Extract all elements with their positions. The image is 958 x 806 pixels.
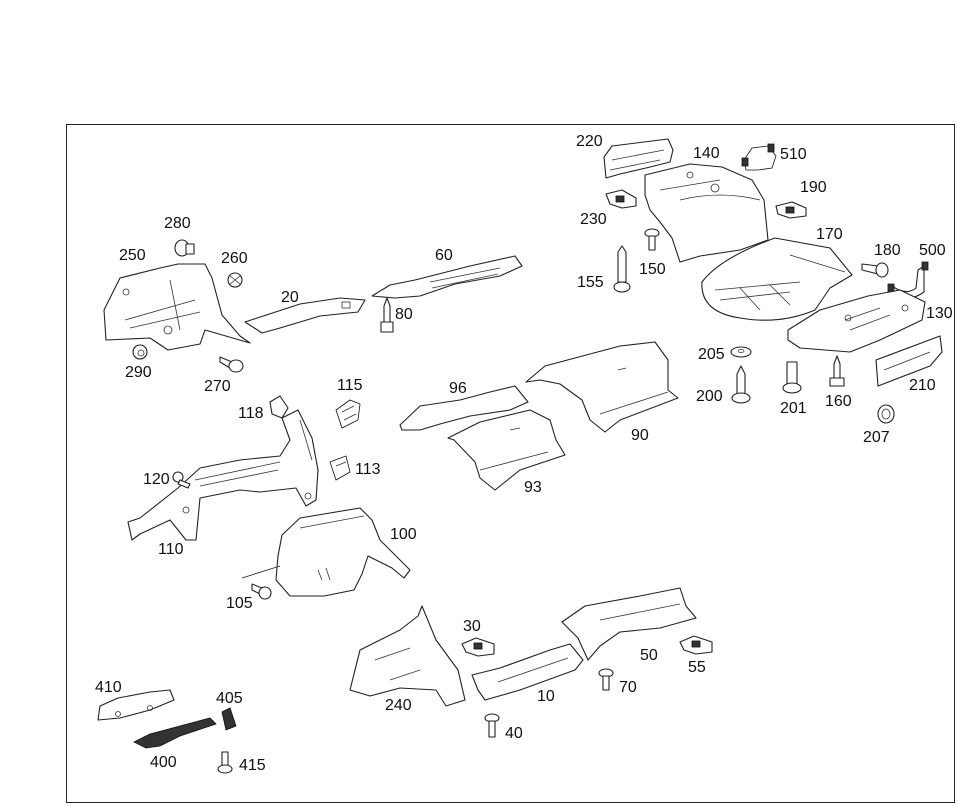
callout-415[interactable]: 415	[239, 757, 266, 774]
part-250-front-shield[interactable]	[103, 263, 251, 351]
part-105-bolt[interactable]	[241, 565, 281, 600]
callout-10[interactable]: 10	[537, 688, 555, 705]
part-190-clip-nut[interactable]	[775, 201, 807, 219]
callout-80[interactable]: 80	[395, 306, 413, 323]
part-240-heat-shield[interactable]	[349, 605, 466, 707]
part-290-nut[interactable]	[132, 344, 148, 360]
callout-290[interactable]: 290	[125, 364, 152, 381]
part-210-side-shield[interactable]	[875, 335, 943, 387]
callout-140[interactable]: 140	[693, 145, 720, 162]
part-201-bolt[interactable]	[782, 361, 802, 394]
part-140-rear-shield[interactable]	[644, 163, 769, 263]
callout-410[interactable]: 410	[95, 679, 122, 696]
callout-100[interactable]: 100	[390, 526, 417, 543]
part-205-washer[interactable]	[730, 346, 752, 358]
part-280-bolt[interactable]	[174, 239, 195, 257]
callout-30[interactable]: 30	[463, 618, 481, 635]
callout-405[interactable]: 405	[216, 690, 243, 707]
callout-130[interactable]: 130	[926, 305, 953, 322]
callout-160[interactable]: 160	[825, 393, 852, 410]
part-115-clip[interactable]	[335, 399, 361, 429]
callout-250[interactable]: 250	[119, 247, 146, 264]
part-93-heat-shield[interactable]	[447, 409, 566, 491]
part-40-rivet[interactable]	[484, 713, 500, 738]
part-260-clip[interactable]	[227, 272, 243, 288]
part-10-heat-shield[interactable]	[471, 643, 584, 701]
part-270-screw[interactable]	[219, 356, 244, 373]
part-100-turbo-shield[interactable]	[275, 507, 411, 597]
callout-270[interactable]: 270	[204, 378, 231, 395]
callout-190[interactable]: 190	[800, 179, 827, 196]
part-80-screw[interactable]	[380, 297, 394, 333]
part-90-heat-shield[interactable]	[525, 341, 679, 433]
part-50-heat-shield[interactable]	[561, 587, 697, 661]
callout-170[interactable]: 170	[816, 226, 843, 243]
part-155-screw[interactable]	[613, 245, 631, 293]
callout-90[interactable]: 90	[631, 427, 649, 444]
callout-105[interactable]: 105	[226, 595, 253, 612]
part-415-bolt[interactable]	[217, 751, 233, 774]
part-220-bracket[interactable]	[603, 138, 674, 179]
part-160-screw[interactable]	[829, 355, 845, 387]
callout-118[interactable]: 118	[238, 405, 264, 422]
callout-180[interactable]: 180	[874, 242, 901, 259]
callout-93[interactable]: 93	[524, 479, 542, 496]
part-150-rivet[interactable]	[644, 228, 660, 251]
part-180-screw[interactable]	[861, 262, 889, 278]
callout-50[interactable]: 50	[640, 647, 658, 664]
part-20-tunnel-shield[interactable]	[244, 297, 366, 334]
callout-400[interactable]: 400	[150, 754, 177, 771]
part-30-clip-nut[interactable]	[461, 637, 495, 657]
part-230-clip-nut[interactable]	[605, 189, 637, 209]
part-400-bracket[interactable]	[133, 717, 217, 749]
diagram-frame	[66, 124, 955, 803]
callout-70[interactable]: 70	[619, 679, 637, 696]
part-200-screw[interactable]	[731, 365, 751, 404]
part-410-heat-shield[interactable]	[97, 689, 175, 721]
callout-210[interactable]: 210	[909, 377, 936, 394]
callout-20[interactable]: 20	[281, 289, 299, 306]
callout-150[interactable]: 150	[639, 261, 666, 278]
part-130-heat-shield[interactable]	[787, 289, 926, 353]
part-113-clip[interactable]	[329, 455, 351, 481]
callout-55[interactable]: 55	[688, 659, 706, 676]
part-96-heat-shield[interactable]	[399, 385, 529, 431]
part-170-wheel-well-shield[interactable]	[701, 237, 853, 321]
callout-115[interactable]: 115	[337, 377, 363, 394]
callout-207[interactable]: 207	[863, 429, 890, 446]
callout-96[interactable]: 96	[449, 380, 467, 397]
callout-60[interactable]: 60	[435, 247, 453, 264]
callout-260[interactable]: 260	[221, 250, 248, 267]
part-510-sensor-bracket[interactable]	[741, 143, 777, 171]
callout-113[interactable]: 113	[355, 461, 381, 478]
callout-120[interactable]: 120	[143, 471, 170, 488]
part-120-bolt[interactable]	[172, 471, 191, 489]
part-118-clip[interactable]	[269, 395, 289, 419]
part-405-clip[interactable]	[221, 707, 237, 731]
callout-110[interactable]: 110	[158, 541, 184, 558]
callout-500[interactable]: 500	[919, 242, 946, 259]
callout-205[interactable]: 205	[698, 346, 725, 363]
callout-200[interactable]: 200	[696, 388, 723, 405]
part-55-clip-nut[interactable]	[679, 635, 713, 655]
callout-155[interactable]: 155	[577, 274, 604, 291]
part-110-bracket[interactable]	[127, 409, 319, 541]
part-60-tunnel-shield[interactable]	[371, 255, 523, 299]
callout-201[interactable]: 201	[780, 400, 807, 417]
part-70-rivet[interactable]	[598, 668, 614, 691]
callout-280[interactable]: 280	[164, 215, 191, 232]
callout-220[interactable]: 220	[576, 133, 603, 150]
callout-230[interactable]: 230	[580, 211, 607, 228]
callout-240[interactable]: 240	[385, 697, 412, 714]
part-207-grommet[interactable]	[877, 404, 895, 424]
callout-40[interactable]: 40	[505, 725, 523, 742]
callout-510[interactable]: 510	[780, 146, 807, 163]
